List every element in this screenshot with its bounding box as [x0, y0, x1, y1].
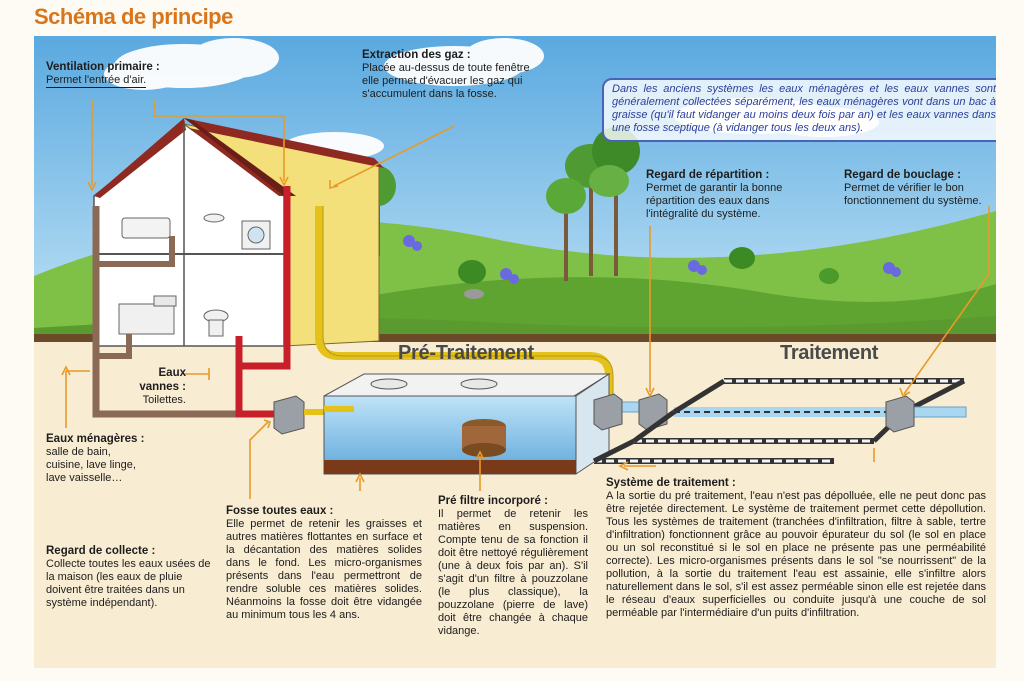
systeme-heading: Système de traitement :	[606, 477, 736, 489]
regard-collecte-heading: Regard de collecte :	[46, 545, 156, 557]
label-fosse: Fosse toutes eaux : Elle permet de reten…	[226, 504, 422, 622]
fosse-heading: Fosse toutes eaux :	[226, 505, 334, 517]
eaux-vannes-text: Toilettes.	[142, 394, 186, 406]
systeme-text: A la sortie du pré traitement, l'eau n'e…	[606, 490, 986, 619]
regard-collecte	[273, 395, 305, 435]
bushes	[403, 235, 901, 299]
soil-edge	[34, 334, 996, 342]
pipe-extraction-edge	[322, 206, 614, 404]
page-title: Schéma de principe	[34, 4, 233, 29]
pipe-eaux-vannes	[235, 186, 291, 370]
title-pretraitement: Pré-Traitement	[398, 342, 534, 364]
ventilation-text: Permet l'entrée d'air.	[46, 74, 147, 88]
repartition-text: Permet de garantir la bonne répartition …	[646, 182, 783, 220]
pipe-eaux-vannes-down	[235, 366, 289, 418]
regard-sortie	[593, 393, 623, 431]
prefiltre-heading: Pré filtre incorporé :	[438, 495, 548, 507]
leader-lines	[61, 100, 990, 499]
label-repartition: Regard de répartition : Permet de garant…	[646, 168, 806, 221]
eaux-vannes-heading: Eaux vannes :	[139, 367, 186, 393]
pipe-eaux-menageres	[92, 206, 302, 418]
fosse-text: Elle permet de retenir les graisses et a…	[226, 518, 422, 621]
extraction-text: Placée au-dessus de toute fenêtre elle p…	[362, 62, 530, 100]
bouclage-text: Permet de vérifier le bon fonctionnement…	[844, 182, 982, 207]
regard-bouclage	[885, 395, 915, 433]
house	[93, 118, 384, 347]
label-bouclage: Regard de bouclage : Permet de vérifier …	[844, 168, 994, 208]
extraction-heading: Extraction des gaz :	[362, 49, 471, 61]
info-box: Dans les anciens systèmes les eaux ménag…	[602, 78, 996, 142]
label-prefiltre: Pré filtre incorporé : Il permet de rete…	[438, 494, 588, 638]
label-regard-collecte: Regard de collecte : Collecte toutes les…	[46, 544, 216, 610]
eaux-menageres-text: salle de bain, cuisine, lave linge, lave…	[46, 446, 136, 484]
prefiltre-text: Il permet de retenir les matières en sus…	[438, 508, 588, 637]
diagram-panel: Ventilation primaire : Permet l'entrée d…	[34, 36, 996, 668]
regard-collecte-text: Collecte toutes les eaux usées de la mai…	[46, 558, 211, 609]
label-extraction: Extraction des gaz : Placée au-dessus de…	[362, 48, 562, 101]
pipe-upper	[96, 236, 175, 267]
label-eaux-menageres: Eaux ménagères : salle de bain, cuisine,…	[46, 432, 166, 485]
trenches	[592, 378, 966, 464]
repartition-heading: Regard de répartition :	[646, 169, 770, 181]
eaux-menageres-heading: Eaux ménagères :	[46, 433, 145, 445]
pipe-kitchen	[96, 334, 132, 359]
fosse-tank	[323, 373, 611, 475]
bouclage-heading: Regard de bouclage :	[844, 169, 961, 181]
label-systeme: Système de traitement : A la sortie du p…	[606, 476, 986, 620]
label-ventilation: Ventilation primaire : Permet l'entrée d…	[46, 60, 186, 88]
title-traitement: Traitement	[780, 342, 879, 364]
label-eaux-vannes: Eaux vannes : Toilettes.	[116, 366, 186, 407]
ventilation-heading: Ventilation primaire :	[46, 61, 160, 73]
